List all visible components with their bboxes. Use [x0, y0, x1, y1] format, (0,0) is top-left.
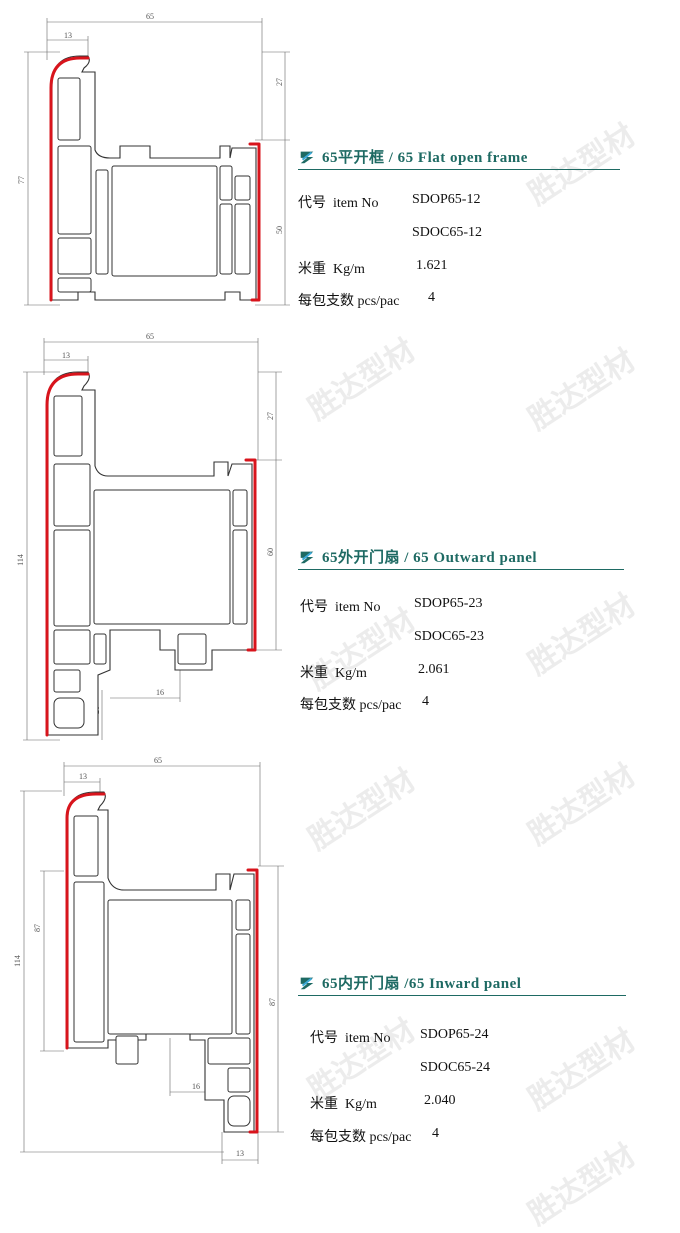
section-title: 65外开门扇 / 65 Outward panel [298, 546, 624, 570]
seal-strip [45, 372, 90, 737]
item-code: SDOC65-12 [412, 225, 483, 240]
pack-label: 每包支数 pcs/pac [298, 294, 400, 309]
dim-width: 65 [146, 12, 154, 21]
dimension-lines [20, 762, 284, 1164]
dim-height: 114 [16, 554, 25, 566]
watermark: 胜达型材 [522, 587, 642, 683]
frame-profile-drawing: 65 13 77 27 50 [17, 12, 290, 306]
pack-value: 4 [422, 694, 429, 709]
seal-strip [65, 792, 106, 1050]
seal-strip [49, 56, 90, 302]
section-title: 65内开门扇 /65 Inward panel [298, 972, 626, 996]
dim-lower: 60 [266, 548, 275, 556]
dim-inner: 87 [33, 924, 42, 932]
dim-bottom: 13 [236, 1149, 244, 1158]
watermark: 胜达型材 [522, 342, 642, 438]
weight-label: 米重 Kg/m [310, 1097, 377, 1112]
item-number-label: 代号 item No [300, 600, 381, 615]
weight-value: 2.040 [424, 1093, 456, 1108]
item-code: SDOC65-23 [414, 629, 485, 644]
section-title: 65平开框 / 65 Flat open frame [298, 146, 620, 170]
dim-foot: 16 [192, 1082, 200, 1091]
weight-value: 2.061 [418, 662, 450, 677]
watermark: 胜达型材 [522, 1137, 642, 1233]
section-frame-info: 65平开框 / 65 Flat open frame [298, 146, 620, 170]
pack-label: 每包支数 pcs/pac [310, 1130, 412, 1145]
dim-height: 114 [13, 955, 22, 967]
dim-lip: 13 [64, 31, 72, 40]
dim-lip: 13 [79, 772, 87, 781]
seal-strip [244, 458, 257, 652]
dim-lip: 13 [62, 351, 70, 360]
watermark: 胜达型材 [302, 762, 422, 858]
seal-strip [246, 868, 259, 1134]
item-code: SDOC65-24 [420, 1060, 491, 1075]
seal-strip [248, 142, 261, 302]
pack-label: 每包支数 pcs/pac [300, 698, 402, 713]
watermark: 胜达型材 [302, 332, 422, 428]
dimension-lines [24, 18, 290, 306]
dim-right: 87 [268, 998, 277, 1006]
weight-label: 米重 Kg/m [298, 262, 365, 277]
section-inward-info: 65内开门扇 /65 Inward panel [298, 972, 626, 996]
item-code: SDOP65-24 [420, 1027, 489, 1042]
dim-lower: 50 [275, 226, 284, 234]
pack-value: 4 [428, 290, 435, 305]
item-code: SDOP65-12 [412, 192, 481, 207]
item-number-label: 代号 item No [310, 1031, 391, 1046]
dim-height: 77 [17, 176, 26, 184]
weight-label: 米重 Kg/m [300, 666, 367, 681]
dim-foot: 16 [156, 688, 164, 697]
dim-upper: 27 [275, 78, 284, 86]
inward-panel-profile-drawing: 65 13 114 87 87 16 13 [13, 756, 284, 1164]
pack-value: 4 [432, 1126, 439, 1141]
watermark: 胜达型材 [522, 757, 642, 853]
weight-value: 1.621 [416, 258, 448, 273]
dim-width: 65 [154, 756, 162, 765]
dimension-lines [23, 338, 282, 741]
item-code: SDOP65-23 [414, 596, 483, 611]
dim-upper: 27 [266, 412, 275, 420]
dim-width: 65 [146, 332, 154, 341]
brand-logo-icon [300, 151, 314, 163]
item-number-label: 代号 item No [298, 196, 379, 211]
section-outward-info: 65外开门扇 / 65 Outward panel [298, 546, 624, 570]
brand-logo-icon [300, 551, 314, 563]
outward-panel-profile-drawing: 65 13 114 27 60 16 20 [16, 332, 282, 741]
watermark: 胜达型材 [522, 1022, 642, 1118]
brand-logo-icon [300, 977, 314, 989]
